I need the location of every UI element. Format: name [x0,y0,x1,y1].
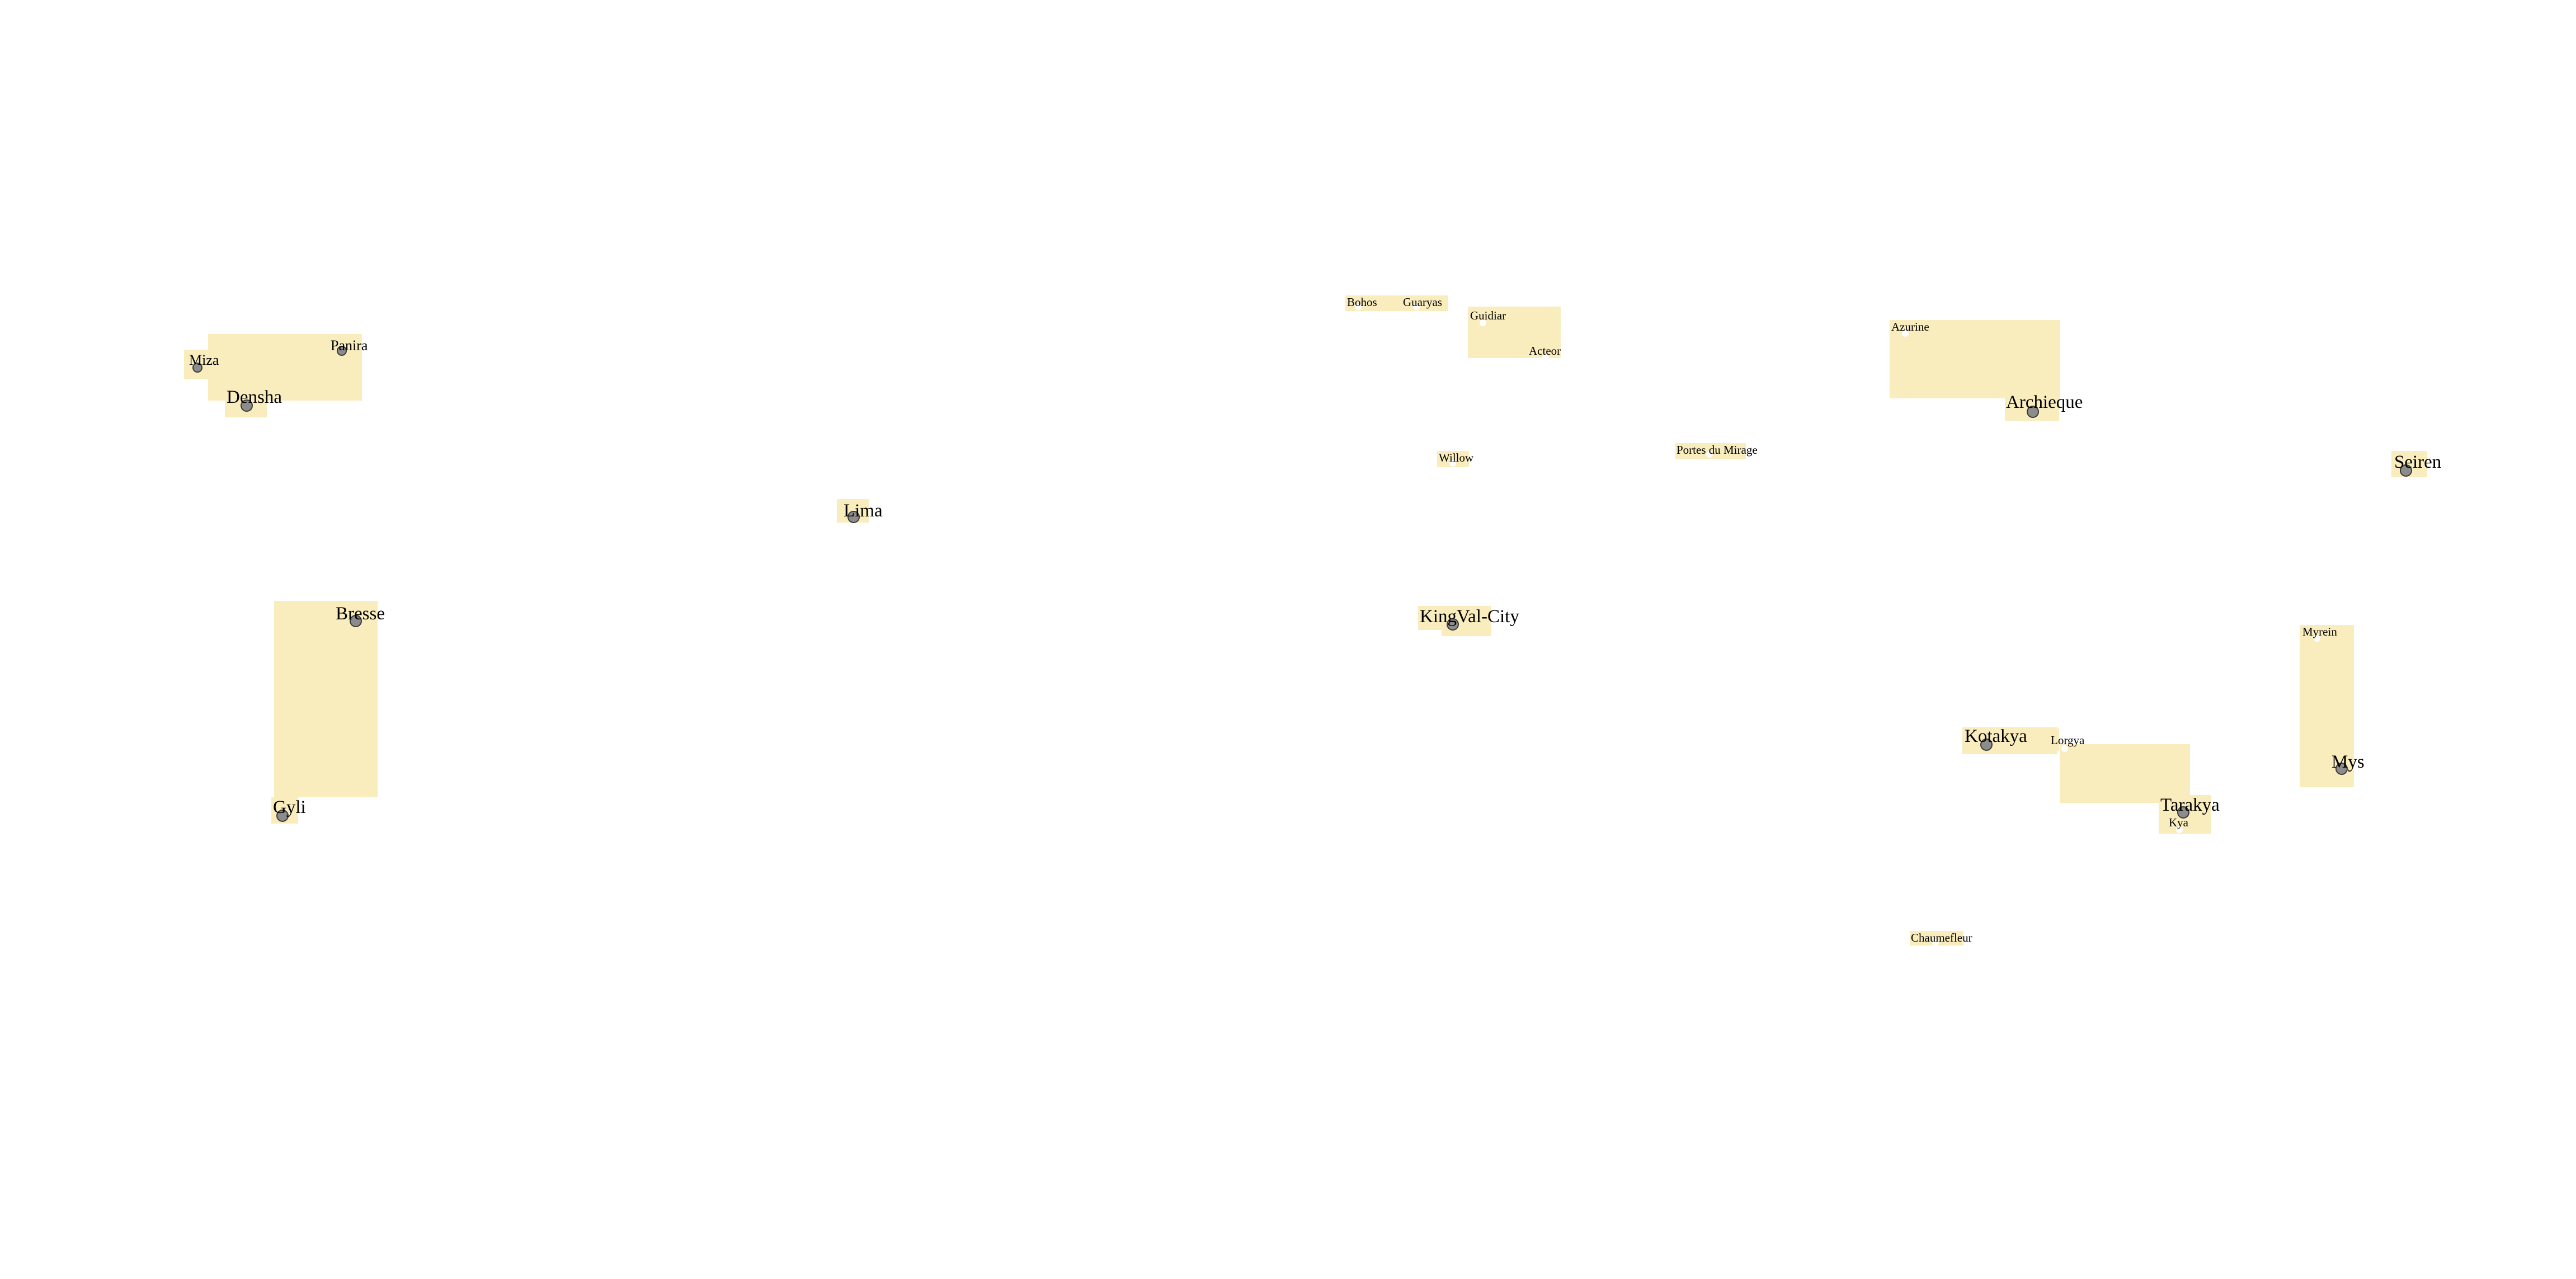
map-marker-seiren[interactable] [2400,464,2412,477]
place-name-gyli: Gyli [273,797,306,817]
place-name-lorgya: Lorgya [2051,733,2085,747]
place-name-tarakya: Tarakya [2160,795,2220,815]
label-halo-azurine [1890,320,1952,339]
place-name-lima: Lima [844,501,883,521]
place-name-panira: Panira [331,337,368,354]
map-marker-archieque[interactable] [2027,406,2039,418]
place-name-densha: Densha [227,387,282,407]
place-name-azurine: Azurine [1891,320,1929,333]
label-halo-lorgya [2042,728,2059,751]
map-marker-kya[interactable] [2176,826,2183,833]
place-name-bohos: Bohos [1347,295,1377,309]
map-marker-miza[interactable] [192,363,202,373]
map-marker-densha[interactable] [241,399,253,412]
place-name-bresse: Bresse [336,604,385,624]
lorgya-region [2060,744,2190,803]
place-name-guaryas: Guaryas [1403,295,1442,309]
map-marker-chaumefleur[interactable] [1932,939,1939,946]
label-halo-guidiar [1468,307,1524,323]
map-marker-azurine[interactable] [1902,330,1909,337]
map-marker-portes-du-mirage[interactable] [1706,451,1713,458]
map-marker-gyli[interactable] [276,810,289,822]
place-name-archieque: Archieque [2006,392,2083,412]
place-name-miza: Miza [189,352,219,368]
map-marker-kotakya[interactable] [1980,739,1993,751]
map-marker-kingval-city[interactable] [1447,618,1459,631]
place-name-guidiar: Guidiar [1470,309,1506,322]
map-marker-guaryas[interactable] [1413,304,1420,311]
map-marker-bohos[interactable] [1355,304,1362,311]
place-name-willow: Willow [1439,451,1474,464]
map-marker-tarakya[interactable] [2177,806,2189,819]
place-name-seiren: Seiren [2394,452,2442,472]
place-name-portes-du-mirage: Portes du Mirage [1676,443,1758,457]
bresse-gyli-region [274,601,378,797]
place-name-myrein: Myrein [2302,625,2337,638]
map-marker-guidiar[interactable] [1480,319,1486,326]
map-marker-myrein[interactable] [2314,635,2320,642]
map-marker-lorgya[interactable] [2061,745,2068,752]
map-marker-lima[interactable] [847,511,860,523]
map-marker-acteor[interactable] [1542,354,1549,361]
place-name-kotakya: Kotakya [1965,726,2027,746]
label-halo-bohos [1345,295,1386,311]
label-halo-kotakya [1962,727,2057,754]
map-marker-bresse[interactable] [350,615,362,627]
place-name-acteor: Acteor [1529,344,1561,358]
map-marker-willow[interactable] [1449,460,1456,467]
place-name-kingval-city: KingVal-City [1420,606,1519,627]
map-marker-panira[interactable] [337,346,347,356]
place-name-chaumefleur: Chaumefleur [1911,931,1972,944]
place-name-kya: Kya [2169,816,2188,829]
map-marker-mys[interactable] [2335,763,2348,775]
label-halo-myrein [2300,625,2354,644]
place-name-mys: Mys [2332,752,2365,772]
